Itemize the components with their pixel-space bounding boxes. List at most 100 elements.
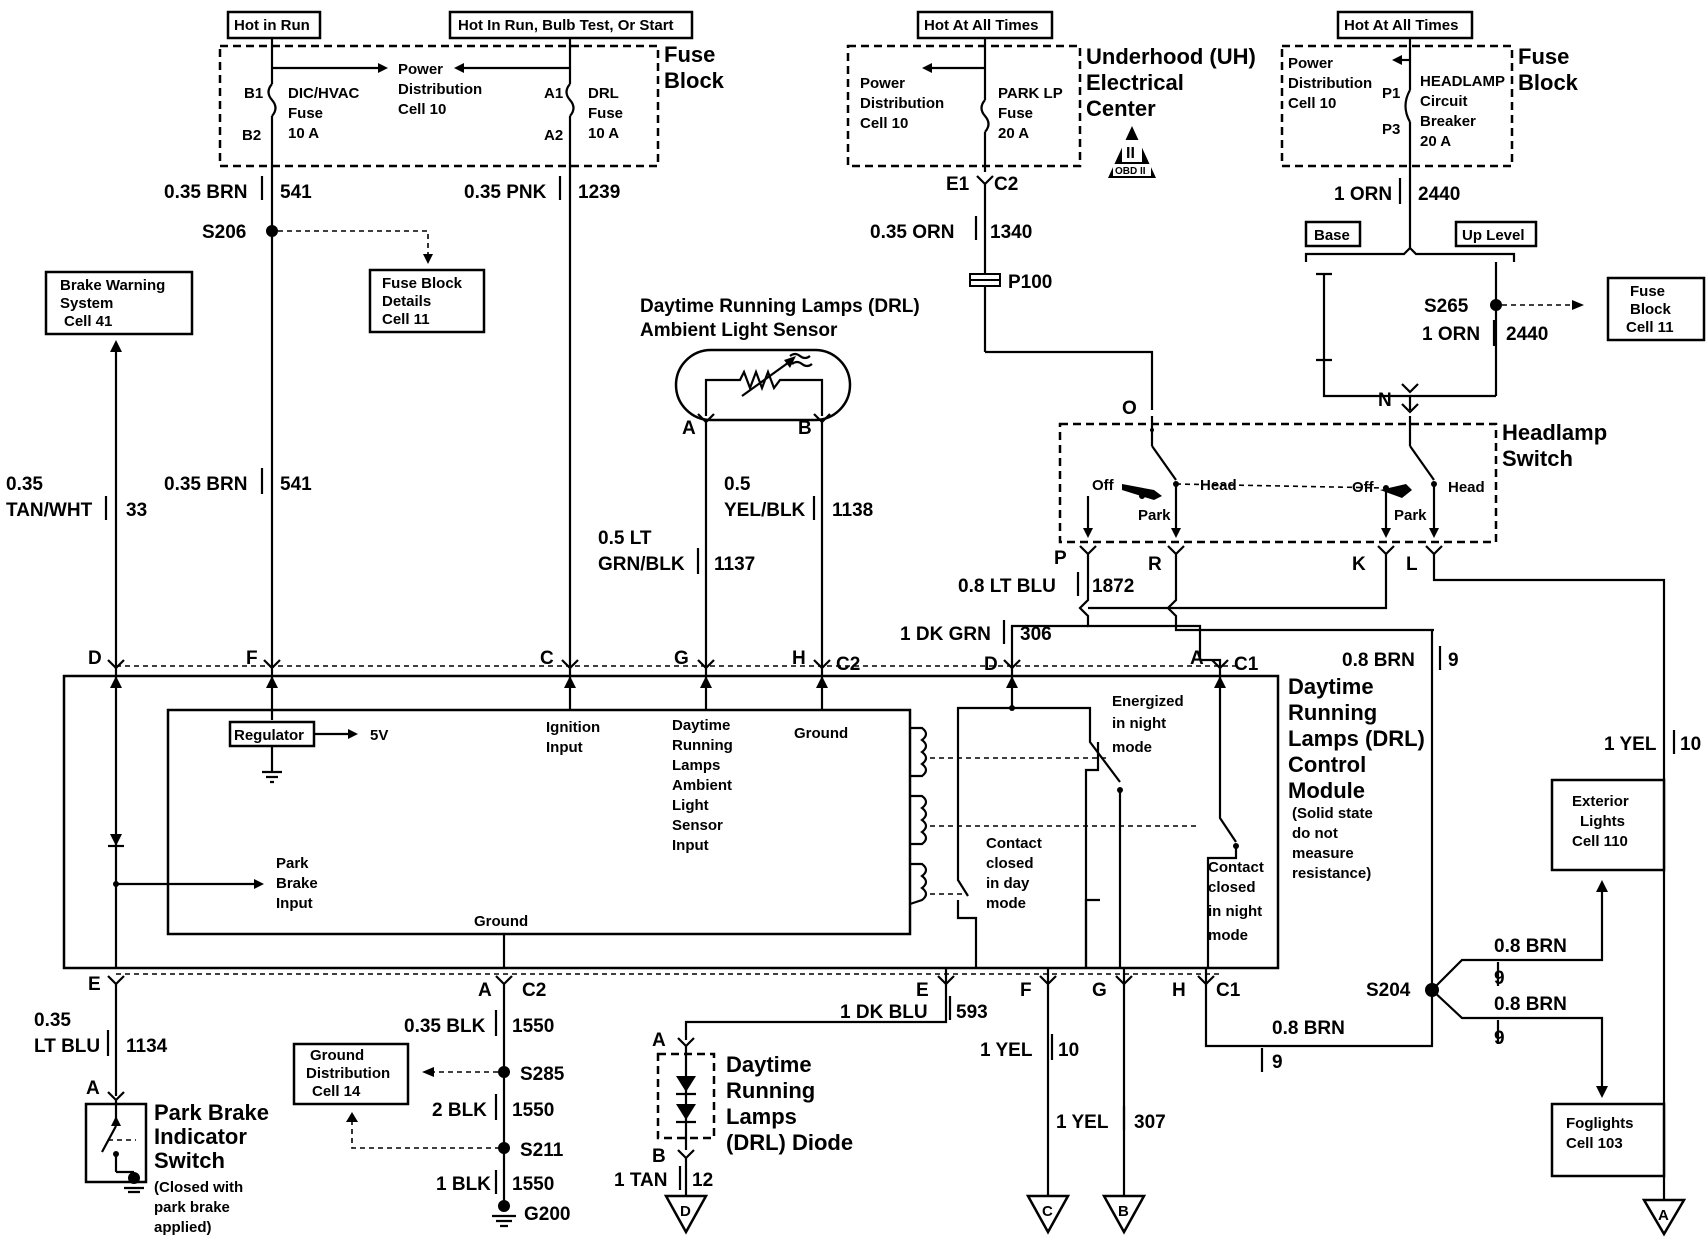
splice-s265 [1490,299,1502,311]
fuse-left-pdc-2: Distribution [398,81,482,98]
pb-note-2: park brake [154,1199,230,1216]
wire-541b-num: 541 [280,474,312,495]
splice-s265-label: S265 [1424,296,1469,317]
diode-title-1: Daytime [726,1052,812,1077]
wire-1138-gauge-2: YEL/BLK [724,500,806,521]
wire-1239-num: 1239 [578,182,620,203]
ground-input: Ground [794,725,848,742]
hot-label-all-times-fb: Hot At All Times [1336,10,1474,40]
sensor-title-1: Daytime Running Lamps (DRL) [640,296,920,317]
hot-label-run-bulb-text: Hot In Run, Bulb Test, Or Start [458,17,674,34]
wire-1137-gauge-2: GRN/BLK [598,554,685,575]
ref-foglights: Foglights Cell 103 [1550,1102,1666,1178]
wire-307-gauge: 1 YEL [1056,1112,1109,1133]
ref-ext-lights-2: Lights [1580,813,1625,830]
conn-bot-c2: C2 [522,980,546,1001]
uh-pdc-2: Distribution [860,95,944,112]
switch-pin-o: O [1122,398,1137,419]
option-base: Base [1304,220,1362,248]
switch-head-2: Head [1448,479,1485,496]
fuse-dic-amp: 10 A [288,125,319,142]
module-title-1: Daytime [1288,674,1374,699]
hot-label-all-times-uh: Hot At All Times [916,10,1054,40]
pb-ground-icon [124,1186,144,1194]
fuse-dic-name-1: DIC/HVAC [288,85,360,102]
ref-ground-dist-2: Distribution [306,1065,390,1082]
ref-ext-lights-3: Cell 110 [1572,833,1628,850]
ground-g200-label: G200 [524,1204,570,1225]
wire-s204b-num: 9 [1494,1028,1505,1049]
wire-1134-gauge-2: LT BLU [34,1036,100,1057]
headlamp-switch-title-2: Switch [1502,446,1573,471]
diode-pin-b: B [652,1146,666,1167]
ref-fuse-block-r-3: Cell 11 [1626,319,1674,336]
wire-541-num: 541 [280,182,312,203]
wire-1872-gauge: 0.8 LT BLU [958,576,1056,597]
sensor-input-3: Lamps [672,757,720,774]
switch-off-1: Off [1092,477,1115,494]
headlamp-switch-title-1: Headlamp [1502,420,1607,445]
conn-top-f: F [246,648,258,669]
option-base-text: Base [1314,227,1350,244]
wire-2440-num: 2440 [1418,184,1460,205]
wire-h9-num: 9 [1272,1052,1283,1073]
ref-fuse-details-2: Details [382,293,431,310]
wire-1340-gauge: 0.35 ORN [870,222,954,243]
switch-head-1: Head [1200,477,1237,494]
sensor-input-2: Running [672,737,733,754]
offpage-d-label: D [680,1203,691,1220]
headlamp-switch: Headlamp Switch Off Head Park Off Head P… [1054,416,1607,575]
pb-note-1: (Closed with [154,1179,243,1196]
conn-top-h: H [792,648,806,669]
conn-bot-f: F [1020,980,1032,1001]
wire-10-num: 10 [1680,734,1701,755]
fuse-left-pin-a2: A2 [544,127,563,144]
wire-1239-gauge: 0.35 PNK [464,182,547,203]
switch-park-2: Park [1394,507,1427,524]
offpage-b-label: B [1118,1203,1129,1220]
conn-bot-a: A [478,980,492,1001]
park-brake-input-2: Brake [276,875,318,892]
pb-note-3: applied) [154,1219,212,1236]
offpage-b: B [1101,1194,1147,1235]
park-brake-input-1: Park [276,855,309,872]
wire-1550a-gauge: 0.35 BLK [404,1016,486,1037]
ref-foglights-1: Foglights [1566,1115,1634,1132]
wire-1550a-num: 1550 [512,1016,554,1037]
fuse-left-pdc-1: Power [398,61,443,78]
module-title-5: Module [1288,778,1365,803]
ground-g200-icon [492,1214,516,1228]
conn-top-c1: C1 [1234,654,1259,675]
ref-brake-warning-2: System [60,295,113,312]
conn-top-c2: C2 [836,654,860,675]
wire-2440b-num: 2440 [1506,324,1548,345]
wire-1134-num: 1134 [126,1036,168,1057]
offpage-c-label: C [1042,1203,1053,1220]
ref-exterior-lights: Exterior Lights Cell 110 [1550,778,1666,872]
switch-pin-k: K [1352,554,1366,575]
conn-top-a: A [1190,648,1204,669]
switch-off-2: Off [1352,479,1375,496]
wire-306-gauge: 1 DK GRN [900,624,991,645]
hot-label-run-text: Hot in Run [234,17,310,34]
wire-307-num: 307 [1134,1112,1166,1133]
wire-1550c-num: 1550 [512,1174,554,1195]
sensor-input-6: Sensor [672,817,723,834]
fuse-right-pdc-3: Cell 10 [1288,95,1336,112]
conn-bot-g: G [1092,980,1107,1001]
uh-title-3: Center [1086,96,1156,121]
drl-ambient-light-sensor: Daytime Running Lamps (DRL) Ambient Ligh… [640,296,920,439]
hot-label-all-times-uh-text: Hot At All Times [924,17,1038,34]
splice-s204-label: S204 [1366,980,1411,1001]
option-up-level: Up Level [1454,220,1538,248]
cb-amp: 20 A [1420,133,1451,150]
fuse-left-pin-b1: B1 [244,85,263,102]
module-title-2: Running [1288,700,1377,725]
uh-title-1: Underhood (UH) [1086,44,1256,69]
night-contact-2: closed [1208,879,1256,896]
fuse-block-left-title-2: Block [664,68,725,93]
ref-fuse-details-1: Fuse Block [382,275,463,292]
voltage-regulator: Regulator [228,720,316,748]
obd-text: OBD II [1115,166,1146,177]
diode-title-3: Lamps [726,1104,797,1129]
